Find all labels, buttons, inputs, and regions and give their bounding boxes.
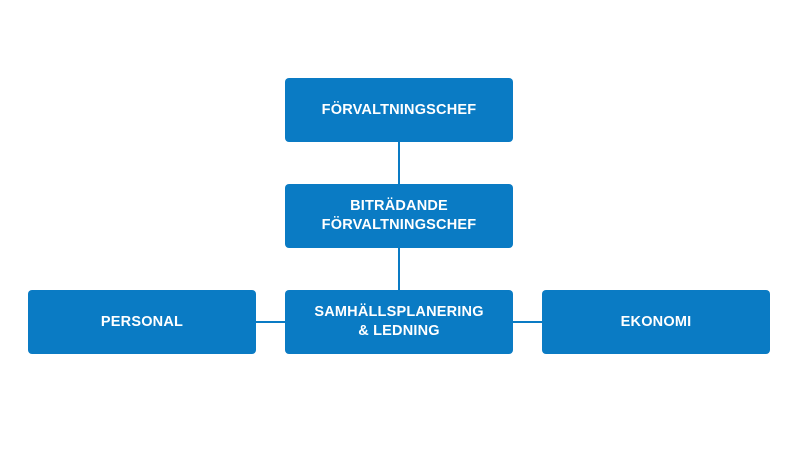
node-ekonomi: EKONOMI	[542, 290, 770, 354]
node-label-line2: & LEDNING	[358, 323, 440, 339]
connector-personnel-planning	[256, 321, 285, 323]
node-samhallsplanering-ledning: SAMHÄLLSPLANERING & LEDNING	[285, 290, 513, 354]
connector-chief-deputy	[398, 142, 400, 184]
connector-deputy-planning	[398, 248, 400, 290]
node-personal: PERSONAL	[28, 290, 256, 354]
node-label-line1: SAMHÄLLSPLANERING	[314, 304, 484, 320]
node-label: FÖRVALTNINGSCHEF	[321, 101, 477, 118]
connector-planning-economy	[513, 321, 542, 323]
node-label-line1: BITRÄDANDE	[350, 198, 448, 214]
node-bitradande-forvaltningschef: BITRÄDANDE FÖRVALTNINGSCHEF	[285, 184, 513, 248]
node-forvaltningschef: FÖRVALTNINGSCHEF	[285, 78, 513, 142]
node-label: PERSONAL	[100, 313, 184, 330]
node-label: EKONOMI	[620, 313, 692, 330]
node-label-line2: FÖRVALTNINGSCHEF	[321, 217, 477, 233]
